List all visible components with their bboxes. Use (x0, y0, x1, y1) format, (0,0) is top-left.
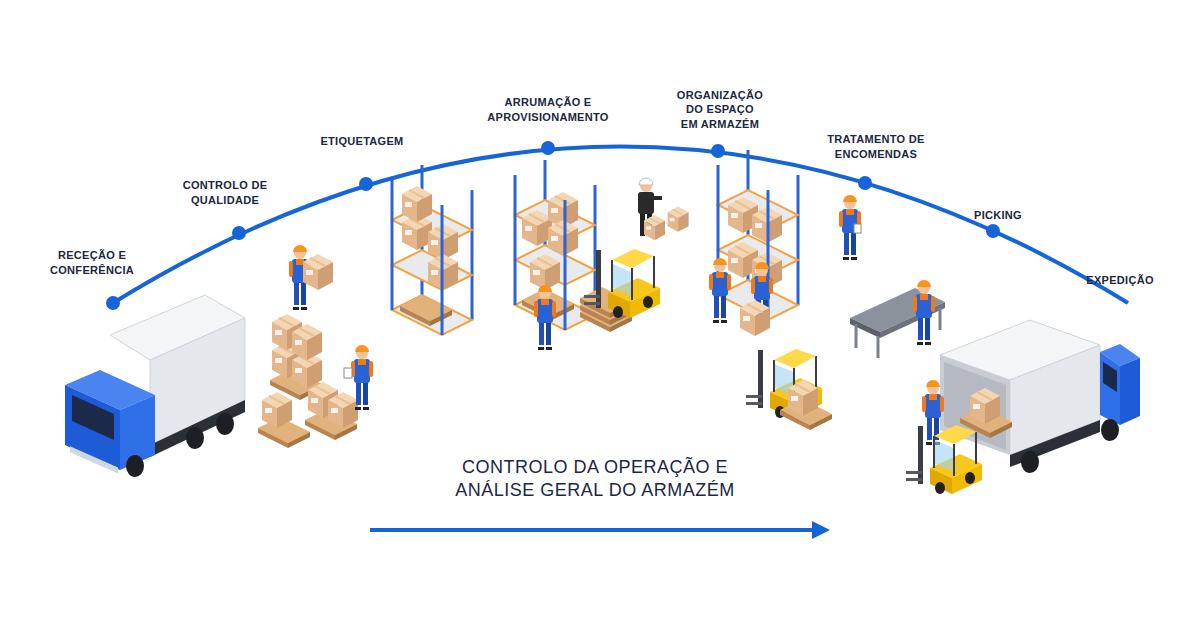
operation-heading: CONTROLO DA OPERAÇÃO E ANÁLISE GERAL DO … (445, 456, 745, 504)
delivery-truck (65, 295, 245, 477)
stage-label: ORGANIZAÇÃO DO ESPAÇO EM ARMAZÉM (676, 88, 764, 131)
stage-label: EXPEDIÇÃO (1075, 273, 1165, 287)
flow-arrow (370, 521, 830, 539)
stage-label: RECEÇÃO E CONFERÊNCIA (42, 248, 142, 277)
labelling-shelf (392, 165, 472, 335)
stage-label: CONTROLO DE QUALIDADE (175, 178, 275, 207)
shipping-truck (906, 320, 1140, 494)
space-shelf (709, 150, 798, 336)
stage-label: PICKING (953, 208, 1043, 222)
stage-label: ARRUMAÇÃO E APROVISIONAMENTO (482, 95, 614, 124)
received-pallets (258, 314, 373, 448)
stage-label: ETIQUETAGEM (302, 134, 422, 148)
forklift (746, 349, 832, 430)
stage-label: TRATAMENTO DE ENCOMENDAS (821, 132, 931, 161)
storage-shelf (515, 160, 660, 350)
picking-conveyor (644, 207, 945, 358)
stage-dots (106, 141, 1000, 310)
order-worker (839, 195, 861, 260)
quality-worker (289, 245, 333, 310)
